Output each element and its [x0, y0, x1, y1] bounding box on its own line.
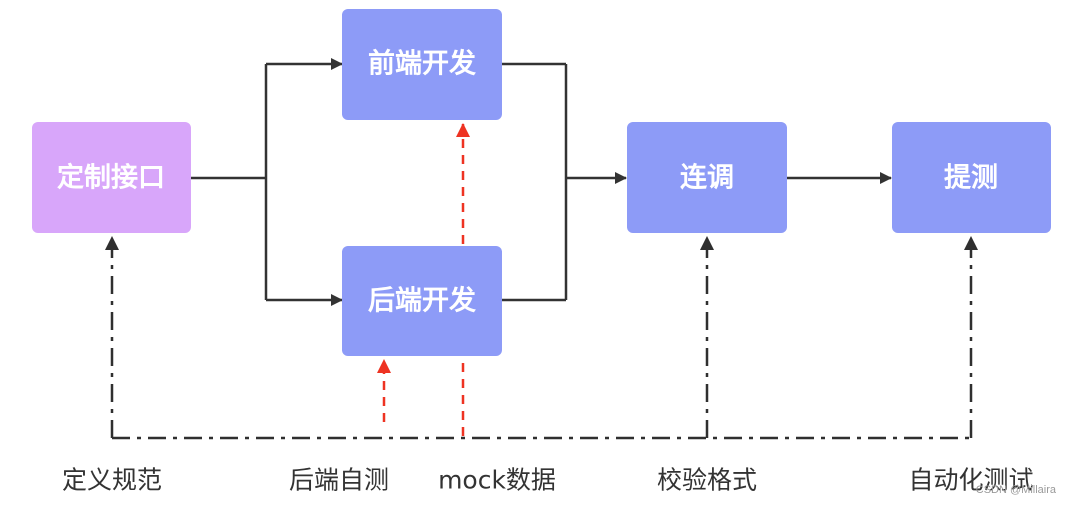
test-box: [892, 122, 1051, 233]
mock-connectors: [377, 123, 470, 436]
define-node: 定制接口: [32, 122, 191, 233]
define-label: 定制接口: [57, 162, 165, 194]
frontend-label: 前端开发: [368, 48, 476, 80]
integrate-label: 连调: [680, 162, 734, 194]
caption-automated-test: 自动化测试: [908, 466, 1033, 495]
test-label: 提测: [944, 163, 998, 194]
flow-connectors: [191, 58, 892, 306]
integrate-box: [627, 122, 787, 233]
backend-box: [342, 246, 502, 356]
frontend-box: [342, 9, 502, 120]
frontend-node: 前端开发: [342, 9, 502, 120]
backend-label: 后端开发: [368, 285, 476, 317]
test-node: 提测: [892, 122, 1051, 233]
define-box: [32, 122, 191, 233]
integrate-node: 连调: [627, 122, 787, 233]
caption-mock-data: mock数据: [438, 466, 556, 495]
captions: 定义规范 后端自测 mock数据 校验格式 自动化测试: [62, 466, 1034, 495]
caption-backend-selftest: 后端自测: [289, 466, 389, 495]
caption-validate-format: 校验格式: [657, 466, 757, 495]
caption-define: 定义规范: [62, 466, 162, 495]
watermark: CSDN @Millaira: [976, 484, 1057, 496]
validation-connectors: [105, 236, 978, 440]
backend-node: 后端开发: [342, 246, 502, 356]
